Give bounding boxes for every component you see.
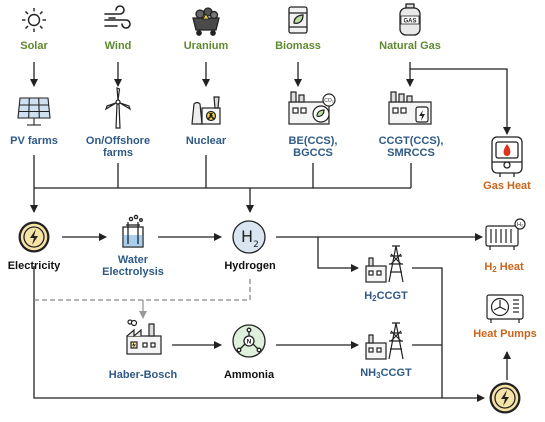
radiator-icon: H₂ <box>485 218 526 250</box>
tech-label-onoffshore-line2: farms <box>103 147 133 159</box>
dashed-feed <box>34 278 251 319</box>
nuclear-plant-icon <box>191 96 221 125</box>
source-label-wind: Wind <box>104 40 132 52</box>
factory-icon <box>126 319 162 355</box>
nh3ccgt-prefix: NH <box>360 367 377 379</box>
line-electricity-to-power-hub <box>33 266 485 402</box>
heat-label-gas-heat: Gas Heat <box>483 180 531 192</box>
tech-label-onoffshore-line1: On/Offshore <box>85 135 151 147</box>
dashed-electricity-hydrogen-to-haber-bosch <box>34 278 251 301</box>
source-label-solar: Solar <box>20 40 48 52</box>
lightning-bolt-icon <box>489 382 521 414</box>
electrolyzer-icon <box>122 214 144 248</box>
tech-label-be-line2: BGCCS <box>293 147 333 159</box>
tech-label-h2ccgt: H2CCGT <box>364 290 408 303</box>
hydrogen-symbol-h: H <box>241 227 253 246</box>
svg-text:H₂: H₂ <box>517 222 523 228</box>
tech-label-nh3ccgt: NH3CCGT <box>360 367 412 380</box>
arrow-gas-to-gas-heat <box>410 68 511 135</box>
source-label-uranium: Uranium <box>183 40 229 52</box>
h2-heat-suffix: Heat <box>496 261 524 273</box>
svg-text:GAS: GAS <box>403 19 416 25</box>
tech-label-water-electrolysis: Water Electrolysis <box>102 254 164 278</box>
carrier-label-ammonia: Ammonia <box>223 369 275 381</box>
wind-turbine-icon <box>104 87 132 129</box>
tech-label-nuclear: Nuclear <box>185 135 227 147</box>
hydrogen-molecule-icon: H 2 <box>232 220 266 254</box>
solar-panel-icon <box>17 97 51 126</box>
heat-pump-icon <box>486 294 524 323</box>
tech-label-water-line1: Water <box>117 254 149 266</box>
svg-text:N: N <box>247 339 252 346</box>
tech-label-ccgt-line1: CCGT(CCS), <box>378 135 444 147</box>
carrier-label-electricity: Electricity <box>7 260 61 272</box>
heat-label-h2-heat: H2 Heat <box>484 261 523 274</box>
arrow-hydrogen-to-h2ccgt <box>317 237 359 272</box>
h2ccgt-subscript: 2 <box>372 294 377 303</box>
gas-plant-icon <box>388 91 432 125</box>
gas-boiler-icon <box>491 136 523 177</box>
tech-label-pv-farms: PV farms <box>10 135 58 147</box>
tech-label-ccgt-smrccs: CCGT(CCS), SMRCCS <box>379 135 444 159</box>
source-label-biomass: Biomass <box>275 40 321 52</box>
carrier-label-hydrogen: Hydrogen <box>224 260 276 272</box>
gas-cylinder-icon: GAS <box>399 3 421 36</box>
connectors <box>30 62 511 402</box>
tech-label-be-bgccs: BE(CCS), BGCCS <box>289 135 338 159</box>
source-label-natural-gas: Natural Gas <box>379 40 441 52</box>
h2ccgt-suffix: CCGT <box>376 290 408 302</box>
biomass-plant-icon: CO₂ <box>288 91 336 125</box>
ammonia-molecule-icon: N <box>232 324 266 358</box>
hydrogen-symbol-sub: 2 <box>253 240 259 250</box>
nh3ccgt-subscript: 3 <box>376 371 381 380</box>
wind-icon <box>104 5 131 29</box>
power-plant-pylon-icon <box>365 245 404 283</box>
tech-label-ccgt-line2: SMRCCS <box>387 147 435 159</box>
heat-label-heat-pumps: Heat Pumps <box>473 328 537 340</box>
sun-icon <box>22 8 46 32</box>
h2-heat-subscript: 2 <box>492 265 497 274</box>
svg-text:CO₂: CO₂ <box>324 98 334 104</box>
tech-label-onoffshore: On/Offshore farms <box>86 135 150 159</box>
line-h2ccgt-to-power-hub <box>412 267 443 398</box>
tech-label-haber-bosch: Haber-Bosch <box>108 369 178 381</box>
h2ccgt-prefix: H <box>364 290 373 302</box>
lightning-bolt-icon <box>18 221 50 253</box>
biofuel-barrel-icon <box>288 6 308 34</box>
tech-label-be-line1: BE(CCS), <box>288 135 338 147</box>
power-plant-pylon-icon <box>365 322 404 360</box>
tech-label-water-line2: Electrolysis <box>102 266 164 278</box>
mine-cart-icon <box>192 7 220 36</box>
h2-heat-prefix: H <box>484 261 493 273</box>
nh3ccgt-suffix: CCGT <box>380 367 412 379</box>
